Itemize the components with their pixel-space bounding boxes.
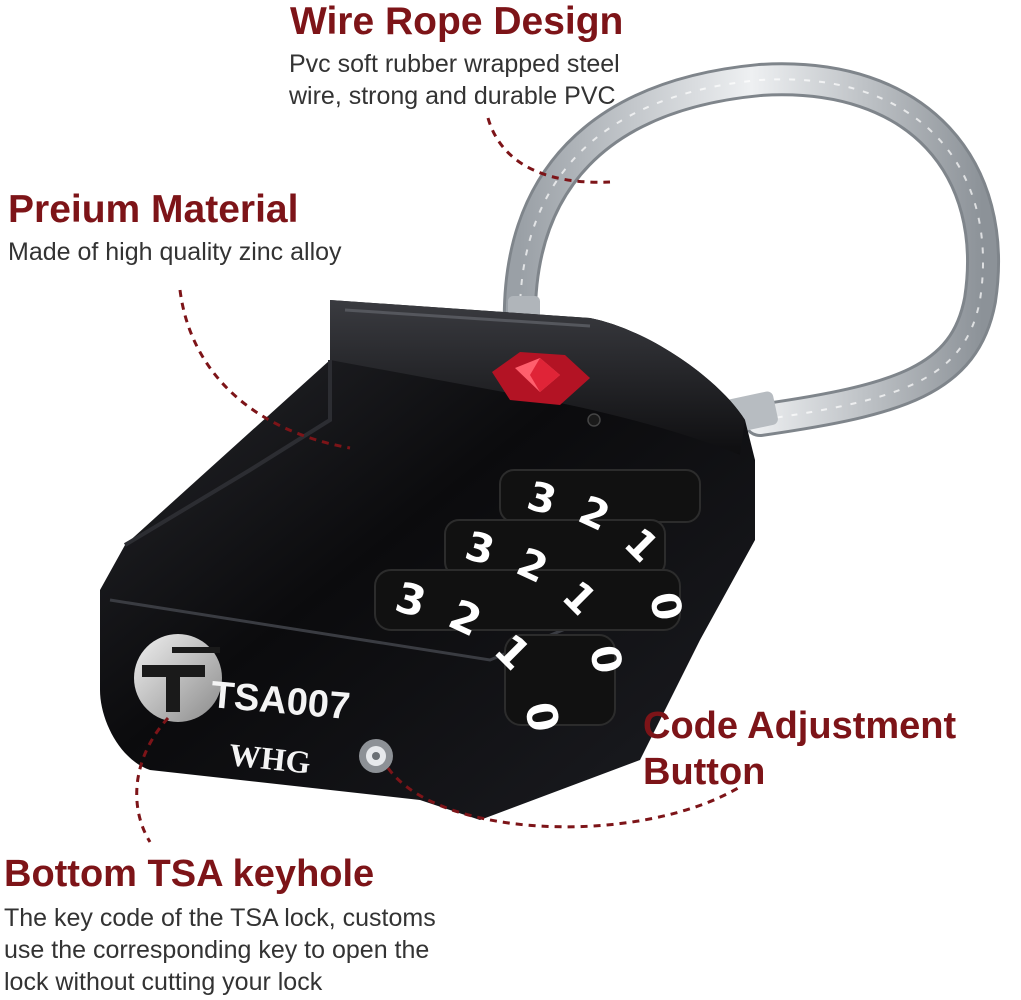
keyhole-title: Bottom TSA keyhole (4, 853, 375, 895)
description-line: lock without cutting your lock (4, 968, 323, 996)
wire-rope-description: Pvc soft rubber wrapped steel wire, stro… (289, 48, 620, 112)
tsa-indicator (492, 352, 601, 427)
material-description: Made of high quality zinc alloy (8, 236, 342, 268)
description-line: The key code of the TSA lock, customs (4, 904, 436, 932)
description-line: Pvc soft rubber wrapped steel (289, 50, 620, 78)
material-title: Preium Material (8, 188, 299, 231)
code-button-title: Code Adjustment Button (643, 703, 1003, 795)
connector-material (178, 289, 351, 450)
connector-wire-rope (486, 117, 611, 184)
description-line: Made of high quality zinc alloy (8, 238, 342, 266)
keyhole-description: The key code of the TSA lock, customs us… (4, 902, 504, 998)
tsa-logo-icon (134, 634, 222, 722)
title-line: Code Adjustment (643, 705, 957, 747)
code-adjustment-button-visual (359, 739, 393, 773)
description-line: wire, strong and durable PVC (289, 82, 616, 110)
connector-code-button (386, 767, 739, 829)
description-line: use the corresponding key to open the (4, 936, 430, 964)
wire-rope-title: Wire Rope Design (290, 0, 624, 43)
title-line: Button (643, 751, 766, 793)
connector-keyhole (135, 716, 170, 843)
lock-brand-text: WHG (227, 736, 312, 780)
combination-dials (374, 469, 701, 726)
